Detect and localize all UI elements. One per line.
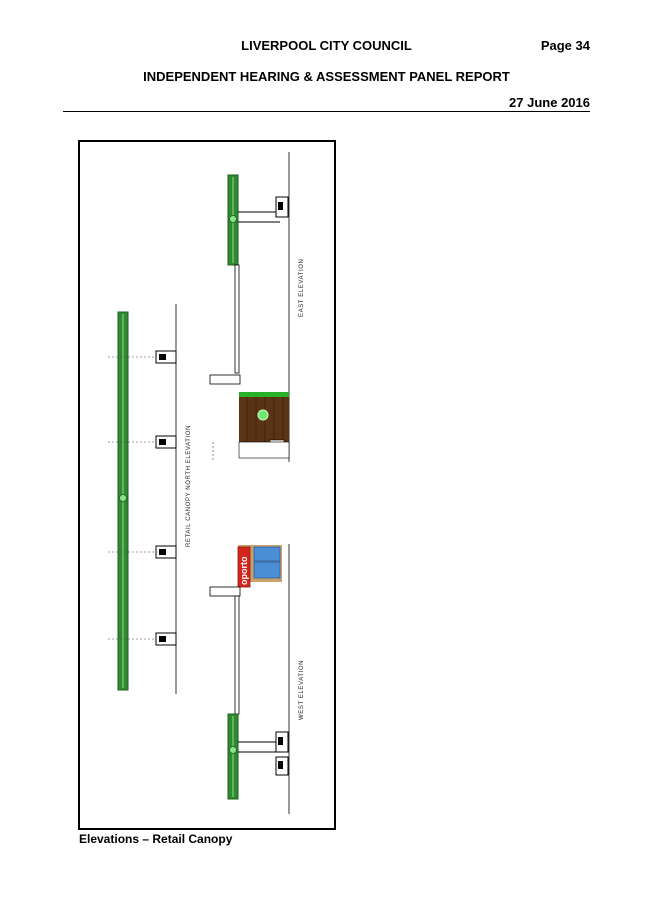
building-fascia	[239, 392, 289, 397]
logo-light-icon	[119, 494, 127, 502]
roof-ledge	[209, 374, 241, 385]
brand-sign	[237, 546, 251, 588]
wall-logo-icon	[257, 409, 269, 421]
pump-3	[108, 545, 177, 559]
west-elevation: oporto WEST ELEVATION	[209, 544, 305, 814]
north-elevation-label: RETAIL CANOPY NORTH ELEVATION	[186, 425, 192, 547]
logo-light-icon	[229, 215, 237, 223]
canopy-column	[234, 595, 240, 715]
east-elevation: EAST ELEVATION	[209, 152, 305, 462]
council-name: LIVERPOOL CITY COUNCIL	[241, 38, 412, 53]
header-rule	[63, 111, 590, 112]
east-elevation-label: EAST ELEVATION	[299, 259, 305, 317]
brand-sign-text: oporto	[239, 556, 249, 585]
pump-screen	[278, 202, 283, 210]
glass-panel	[253, 561, 281, 579]
elevations-drawing: RETAIL CANOPY NORTH ELEVATION E	[78, 140, 336, 830]
building-base	[238, 441, 290, 459]
pump-4	[108, 632, 177, 646]
report-date: 27 June 2016	[509, 95, 590, 110]
pump-screen	[278, 761, 283, 769]
logo-light-icon	[229, 746, 237, 754]
page-number: Page 34	[540, 38, 590, 53]
report-title: INDEPENDENT HEARING & ASSESSMENT PANEL R…	[143, 69, 510, 84]
roof-ledge	[209, 586, 241, 597]
north-elevation: RETAIL CANOPY NORTH ELEVATION	[108, 304, 192, 694]
pump-1	[108, 350, 177, 364]
west-elevation-label: WEST ELEVATION	[299, 660, 305, 720]
pump-2	[108, 435, 177, 449]
glass-panel	[253, 546, 281, 562]
pump-screen	[278, 737, 283, 745]
figure-caption: Elevations – Retail Canopy	[79, 832, 233, 846]
canopy-column	[234, 264, 240, 374]
elevations-svg: RETAIL CANOPY NORTH ELEVATION E	[108, 152, 305, 814]
